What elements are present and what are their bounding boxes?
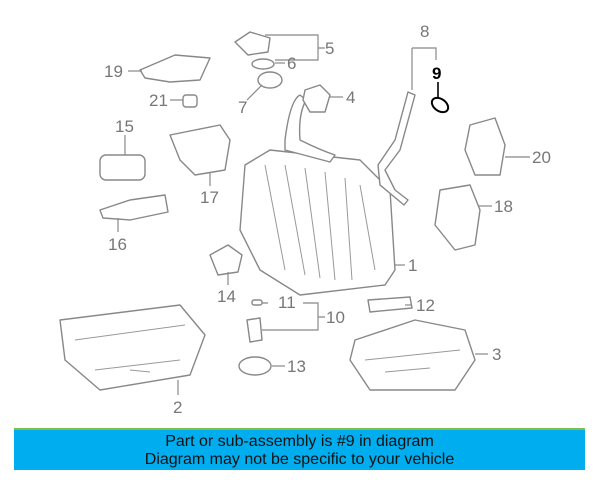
callout-13: 13 <box>287 357 306 376</box>
leader-lines <box>117 34 530 395</box>
bracket-part-17[interactable] <box>169 124 231 176</box>
callout-20: 20 <box>532 148 551 167</box>
info-banner: Part or sub-assembly is #9 in diagram Di… <box>14 428 585 470</box>
banner-line-2: Diagram may not be specific to your vehi… <box>144 451 455 468</box>
parts-diagram: 1 2 3 4 5 6 7 8 9 10 11 12 13 14 15 16 1… <box>59 22 551 417</box>
part-10[interactable] <box>246 317 263 343</box>
callout-19: 19 <box>104 62 123 81</box>
bracket-part-18[interactable] <box>434 184 481 251</box>
part-21[interactable] <box>182 94 198 108</box>
callout-6: 6 <box>287 54 296 73</box>
bracket-part-19[interactable] <box>139 54 211 83</box>
callout-14: 14 <box>217 287 236 306</box>
fuel-sender-part-8[interactable] <box>377 91 416 206</box>
part-4[interactable] <box>302 84 331 113</box>
callout-3: 3 <box>492 345 501 364</box>
filter-part-15[interactable] <box>99 154 146 181</box>
banner-line-1: Part or sub-assembly is #9 in diagram <box>165 433 434 450</box>
callout-9: 9 <box>432 64 441 83</box>
callout-4: 4 <box>346 88 355 107</box>
callout-16: 16 <box>108 235 127 254</box>
callout-7: 7 <box>238 98 247 117</box>
callout-18: 18 <box>494 197 513 216</box>
callout-12: 12 <box>416 296 435 315</box>
fuel-tank-part[interactable] <box>239 94 396 296</box>
seal-part-9[interactable] <box>429 95 451 115</box>
part-5[interactable] <box>234 31 271 56</box>
bracket-part-20[interactable] <box>464 117 506 176</box>
skid-plate-left-part[interactable] <box>59 304 206 391</box>
callout-21: 21 <box>149 91 168 110</box>
callout-10: 10 <box>326 308 345 327</box>
callout-2: 2 <box>173 398 182 417</box>
pump-part-14[interactable] <box>209 244 243 276</box>
skid-plate-right-part[interactable] <box>349 319 476 391</box>
strap-part-12[interactable] <box>367 296 413 313</box>
callout-15: 15 <box>115 117 134 136</box>
part-11[interactable] <box>251 299 263 306</box>
callout-8: 8 <box>420 22 429 41</box>
part-6[interactable] <box>251 58 275 70</box>
callout-5: 5 <box>325 39 334 58</box>
callout-11: 11 <box>278 293 296 312</box>
callout-17: 17 <box>200 188 219 207</box>
cap-part-13[interactable] <box>238 356 272 376</box>
part-7[interactable] <box>257 71 283 89</box>
callout-1: 1 <box>408 256 417 275</box>
pump-part-16[interactable] <box>99 194 169 221</box>
